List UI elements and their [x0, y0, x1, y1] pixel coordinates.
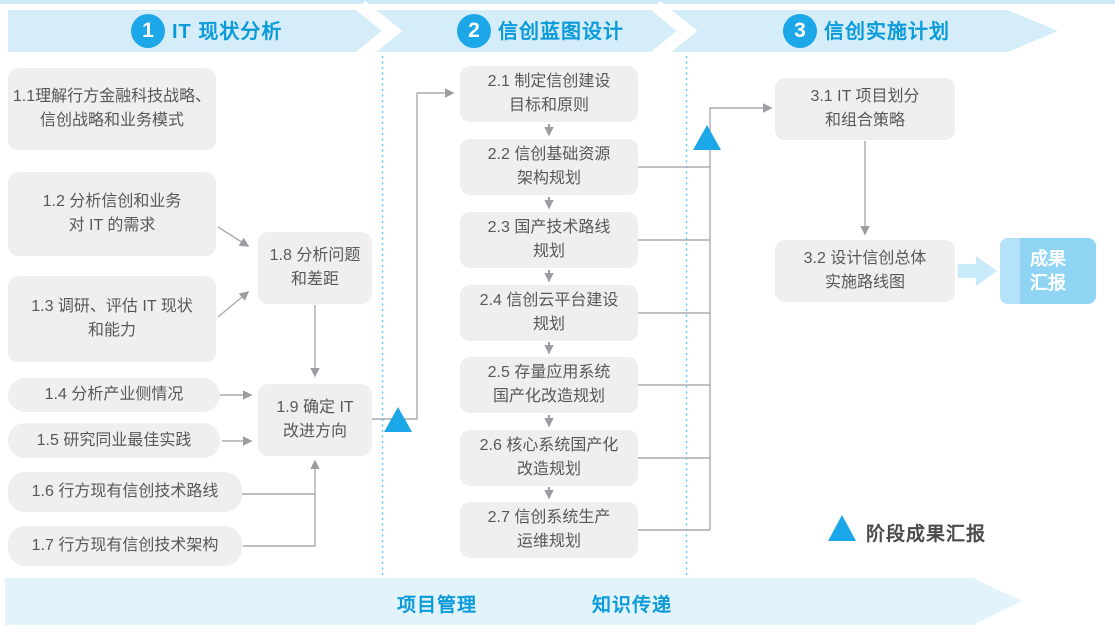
result-arrow-icon	[958, 256, 997, 286]
milestone-triangle-phase2-icon	[693, 125, 721, 150]
node-3-2: 3.2 设计信创总体 实施路线图	[775, 240, 955, 302]
node-1-8: 1.8 分析问题 和差距	[258, 232, 372, 304]
phase-3-number-badge: 3	[783, 14, 817, 48]
result-report-box: 成果 汇报	[1000, 238, 1096, 304]
legend-triangle-icon	[828, 515, 856, 541]
banner-chevron-divider-2	[651, 0, 698, 62]
node-2-7: 2.7 信创系统生产 运维规划	[460, 502, 638, 558]
node-3-1: 3.1 IT 项目划分 和组合策略	[775, 78, 955, 140]
phase-1-number-badge: 1	[131, 14, 165, 48]
node-1-6: 1.6 行方现有信创技术路线	[8, 472, 242, 512]
top-edge-strip	[0, 0, 1115, 4]
node-1-4: 1.4 分析产业侧情况	[8, 378, 220, 412]
connector-1-3-to-1-8	[217, 291, 250, 318]
node-2-6: 2.6 核心系统国产化 改造规划	[460, 430, 638, 486]
node-1-5: 1.5 研究同业最佳实践	[8, 423, 220, 458]
node-1-1: 1.1理解行方金融科技战略、 信创战略和业务模式	[8, 68, 216, 150]
footer-knowledge-transfer-label: 知识传递	[592, 595, 673, 616]
legend-milestone-label: 阶段成果汇报	[866, 524, 987, 545]
footer-project-management-label: 项目管理	[397, 595, 478, 616]
phase-3-title: 信创实施计划	[824, 21, 950, 43]
banner-chevron-divider-1	[356, 0, 403, 62]
node-1-2: 1.2 分析信创和业务 对 IT 的需求	[8, 172, 216, 256]
milestone-triangle-phase1-icon	[384, 407, 412, 432]
node-1-7: 1.7 行方现有信创技术架构	[8, 526, 242, 566]
node-2-4: 2.4 信创云平台建设 规划	[460, 285, 638, 341]
connector-1-2-to-1-8	[217, 226, 250, 247]
node-2-1: 2.1 制定信创建设 目标和原则	[460, 66, 638, 122]
node-2-5: 2.5 存量应用系统 国产化改造规划	[460, 357, 638, 413]
result-box-accent-band	[1000, 238, 1020, 304]
result-report-label: 成果 汇报	[1030, 248, 1066, 293]
node-2-2: 2.2 信创基础资源 架构规划	[460, 139, 638, 195]
node-2-3: 2.3 国产技术路线 规划	[460, 212, 638, 268]
phase-1-title: IT 现状分析	[172, 21, 283, 43]
footer-banner-arrow	[5, 578, 1022, 625]
phase-2-number-badge: 2	[457, 14, 491, 48]
phase-2-title: 信创蓝图设计	[498, 21, 624, 43]
connector-1-7-to-1-9	[243, 459, 320, 547]
connector-collector-to-3-1	[709, 103, 773, 530]
node-1-9: 1.9 确定 IT 改进方向	[258, 384, 372, 456]
connector-1-9-to-2-1	[372, 88, 455, 420]
node-1-3: 1.3 调研、评估 IT 现状 和能力	[8, 276, 216, 362]
